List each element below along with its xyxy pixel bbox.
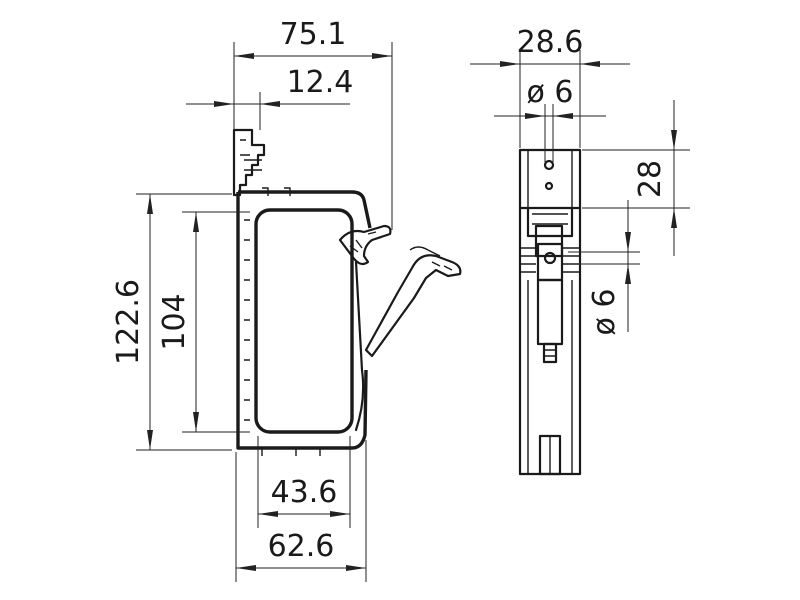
lower-hole-icon (544, 181, 554, 191)
latch-hinge (338, 224, 392, 266)
strap-open (364, 254, 462, 358)
side-view (232, 128, 462, 456)
dim-122-6: 122.6 (111, 193, 232, 451)
dim-122-6-label: 122.6 (111, 279, 146, 365)
dim-43-6: 43.6 (257, 436, 351, 528)
dim-12-4-label: 12.4 (287, 65, 354, 100)
dim-62-6: 62.6 (235, 440, 367, 582)
side-hole-icon (543, 251, 557, 265)
top-hole-icon (543, 159, 555, 171)
dim-104-label: 104 (157, 293, 192, 350)
dim-28-label: 28 (633, 160, 668, 198)
dim-43-6-label: 43.6 (271, 475, 338, 510)
front-view (518, 148, 582, 476)
dim-28: 28 (582, 100, 690, 256)
dim-104: 104 (157, 211, 250, 433)
dim-hole-side-label: ø 6 (587, 289, 622, 336)
dim-75-1-label: 75.1 (280, 17, 347, 52)
dim-hole-top: ø 6 (494, 75, 606, 162)
dim-28-6-label: 28.6 (517, 25, 584, 60)
strap-closed (354, 260, 365, 432)
dim-12-4: 12.4 (186, 65, 353, 130)
body-outer (236, 190, 372, 450)
dim-75-1: 75.1 (233, 17, 393, 230)
mounting-flange (232, 128, 266, 197)
dim-hole-side: ø 6 (568, 200, 640, 335)
dim-62-6-label: 62.6 (268, 529, 335, 564)
dim-hole-top-label: ø 6 (527, 75, 574, 110)
dim-28-6: 28.6 (470, 25, 630, 148)
wall-ribs (244, 219, 250, 421)
body-cavity (254, 208, 354, 434)
front-body (518, 148, 582, 476)
